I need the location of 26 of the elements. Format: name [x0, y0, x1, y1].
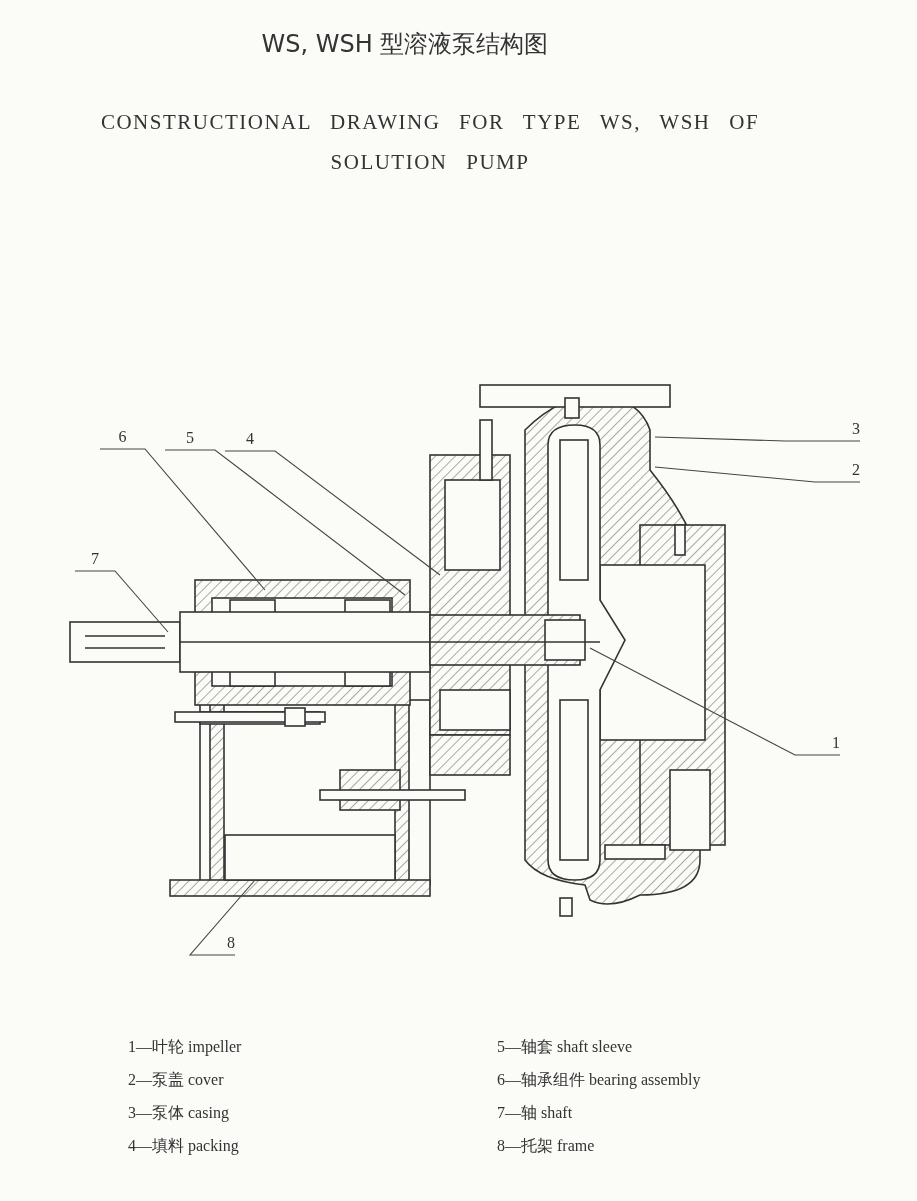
legend-text: 6—轴承组件 bearing assembly — [497, 1070, 701, 1091]
callout-number: 6 — [100, 429, 145, 449]
title: WS, WSH 型溶液泵结构图 — [260, 29, 550, 60]
callout-number: 3 — [785, 421, 860, 441]
legend-text: 5—轴套 shaft sleeve — [497, 1037, 633, 1057]
leader-line — [74, 570, 169, 633]
callout-number: 5 — [165, 430, 215, 450]
leader-line — [164, 449, 406, 596]
legend-text: 8—托架 frame — [497, 1136, 595, 1156]
legend-text: 7—轴 shaft — [497, 1103, 573, 1123]
callout-number: 4 — [225, 431, 275, 451]
leader-line — [654, 436, 861, 442]
leader-line — [224, 450, 441, 576]
legend-text: 3—泵体 casing — [128, 1103, 229, 1124]
legend-text: 2—泵盖 cover — [128, 1070, 224, 1090]
leader-line — [188, 879, 256, 956]
leader-line — [99, 448, 266, 591]
callout-number: 8 — [190, 935, 235, 955]
leader-line — [589, 647, 841, 756]
legend-text: 1—叶轮 impeller — [128, 1037, 242, 1058]
leader-line — [654, 466, 861, 483]
subtitle: CONSTRUCTIONAL DRAWING FOR TYPE WS, WSH OF SOLUTION PUMP — [99, 109, 761, 176]
callout-number: 2 — [815, 462, 860, 482]
callout-number: 1 — [795, 735, 840, 755]
legend-text: 4—填料 packing — [128, 1136, 239, 1157]
callout-number: 7 — [75, 551, 115, 571]
